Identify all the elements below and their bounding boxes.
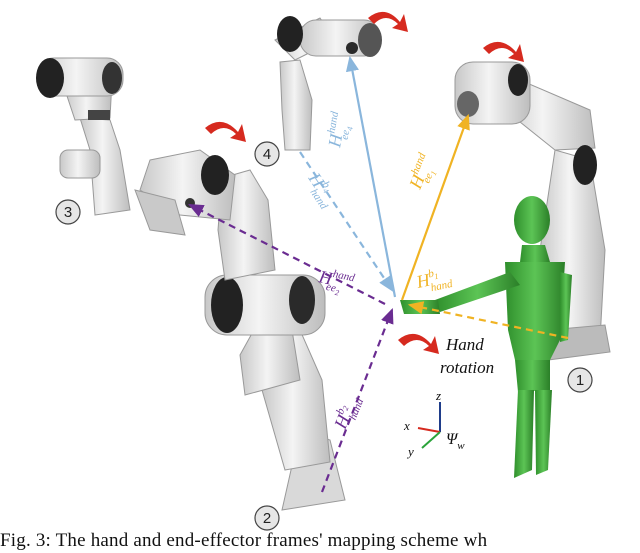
- robot-number-4: 4: [254, 141, 280, 167]
- human-figure: [400, 196, 572, 478]
- figure-caption: Fig. 3: The hand and end-effector frames…: [0, 530, 488, 551]
- robot-3: [36, 57, 131, 216]
- svg-text:Hb2hand: Hb2hand: [329, 391, 367, 434]
- svg-text:Hb1hand: Hb1hand: [413, 264, 454, 297]
- label-h-ee4: Hhandee4: [323, 110, 357, 151]
- robot-number-2: 2: [254, 505, 280, 531]
- svg-text:y: y: [406, 444, 414, 459]
- robot-2: [134, 149, 346, 511]
- svg-text:Hhandee1: Hhandee1: [404, 151, 444, 195]
- arrow-h-hand-b4: [299, 151, 394, 292]
- svg-text:Hhandee4: Hhandee4: [323, 110, 357, 151]
- arrow-h-hand-b1: [407, 301, 569, 340]
- svg-text:4: 4: [263, 146, 271, 163]
- svg-text:1: 1: [576, 372, 584, 389]
- rotation-arrow-icon: [205, 11, 524, 354]
- arrow-h-ee2: [188, 204, 386, 305]
- label-h-ee2: Hhandee2: [315, 265, 357, 300]
- arrow-h-ee1: [400, 113, 470, 301]
- robot-number-3: 3: [55, 199, 81, 225]
- svg-text:rotation: rotation: [440, 358, 494, 377]
- arrow-h-hand-b2: [320, 307, 394, 493]
- world-frame-axes: z x y Ψw: [403, 388, 465, 459]
- robot-4: [274, 16, 382, 151]
- label-h-hand-b2: Hb2hand: [329, 391, 367, 434]
- arrow-h-ee4: [345, 55, 397, 298]
- svg-text:Hhandee2: Hhandee2: [315, 265, 357, 300]
- svg-text:z: z: [435, 388, 441, 403]
- svg-text:3: 3: [64, 204, 72, 221]
- svg-text:Hand: Hand: [445, 335, 484, 354]
- svg-text:x: x: [403, 418, 410, 433]
- robot-number-1: 1: [567, 367, 593, 393]
- svg-text:Ψw: Ψw: [446, 431, 465, 452]
- label-h-ee1: Hhandee1: [404, 151, 444, 195]
- svg-text:2: 2: [263, 510, 271, 527]
- label-h-hand-b1: Hb1hand: [413, 264, 454, 297]
- hand-rotation-label: Hand rotation: [440, 335, 494, 377]
